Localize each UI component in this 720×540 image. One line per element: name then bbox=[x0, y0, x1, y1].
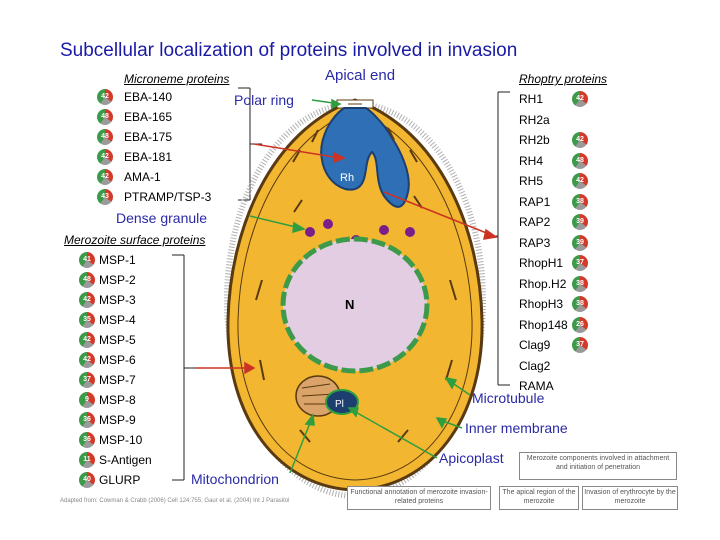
protein-name: GLURP bbox=[99, 473, 141, 487]
protein-name: RH1 bbox=[519, 92, 544, 106]
callout-microtubule: Microtubule bbox=[472, 390, 545, 406]
protein-name: MSP-6 bbox=[99, 353, 136, 367]
protein-name: MSP-8 bbox=[99, 393, 136, 407]
protein-name: RH2a bbox=[519, 112, 550, 127]
genome-badge: 38 bbox=[572, 193, 588, 210]
callout-arrows bbox=[249, 98, 471, 474]
genome-badge: 42 bbox=[79, 352, 95, 368]
protein-name: RhopH1 bbox=[519, 256, 564, 270]
slide-title: Subcellular localization of proteins inv… bbox=[60, 40, 518, 61]
genome-badge: 36 bbox=[79, 412, 95, 428]
surface-header: Merozoite surface proteins bbox=[64, 233, 206, 247]
callout-dense-granule: Dense granule bbox=[116, 210, 208, 226]
protein-name: Rhop.H2 bbox=[519, 276, 567, 291]
protein-name: EBA-175 bbox=[124, 130, 173, 144]
genome-badge: 42 bbox=[572, 173, 588, 189]
genome-badge: 43 bbox=[97, 189, 113, 205]
protein-name: S-Antigen bbox=[99, 453, 152, 467]
protein-name: RAP2 bbox=[519, 215, 551, 229]
protein-name: RAMA bbox=[519, 379, 554, 393]
apicoplast-label: Pl bbox=[335, 399, 344, 410]
genome-badge: 42 bbox=[79, 292, 95, 308]
legend-invasion: Invasion of erythrocyte by the merozoite bbox=[582, 486, 678, 510]
protein-name: MSP-1 bbox=[99, 253, 136, 267]
microneme-header: Microneme proteins bbox=[124, 72, 230, 86]
rhoptry-label: Rh bbox=[340, 172, 354, 184]
protein-name: MSP-5 bbox=[99, 333, 136, 347]
genome-badge: 39 bbox=[572, 214, 588, 230]
nucleus bbox=[280, 236, 430, 374]
protein-name: RAP3 bbox=[519, 235, 551, 250]
genome-badge: 37 bbox=[79, 372, 95, 388]
genome-badge: 26 bbox=[572, 316, 588, 333]
callout-inner-membrane: Inner membrane bbox=[465, 420, 568, 436]
protein-name: PTRAMP/TSP-3 bbox=[124, 190, 212, 204]
protein-name: MSP-2 bbox=[99, 273, 136, 287]
source-footnote: Adapted from: Cowman & Crabb (2006) Cell… bbox=[60, 498, 290, 504]
genome-badge: 36 bbox=[79, 432, 95, 448]
genome-badge: 40 bbox=[79, 472, 95, 488]
protein-name: MSP-9 bbox=[99, 413, 136, 427]
nucleus-label: N bbox=[345, 297, 354, 312]
rhoptry-header: Rhoptry proteins bbox=[519, 72, 608, 86]
protein-name: EBA-140 bbox=[124, 90, 173, 104]
red-arrows bbox=[196, 143, 498, 375]
genome-badge: 35 bbox=[79, 312, 95, 328]
microneme-bracket bbox=[238, 87, 262, 201]
genome-badge: 37 bbox=[572, 337, 588, 353]
genome-badge: 39 bbox=[572, 234, 588, 251]
protein-name: MSP-4 bbox=[99, 313, 136, 327]
protein-name: RhopH3 bbox=[519, 297, 564, 311]
protein-name: Rhop148 bbox=[519, 317, 568, 332]
genome-badge: 42 bbox=[97, 89, 113, 105]
protein-name: Clag2 bbox=[519, 358, 551, 373]
protein-name: RH5 bbox=[519, 174, 544, 188]
protein-name: MSP-3 bbox=[99, 293, 136, 307]
protein-name: Clag9 bbox=[519, 338, 551, 352]
protein-name: EBA-181 bbox=[124, 150, 173, 164]
rhoptry-bracket bbox=[486, 91, 510, 386]
surface-bracket bbox=[172, 254, 196, 481]
genome-badge: 42 bbox=[572, 91, 588, 107]
inner-membrane-line bbox=[237, 109, 473, 481]
protein-name: RH4 bbox=[519, 153, 544, 168]
callout-polar-ring: Polar ring bbox=[234, 92, 294, 108]
micronemes bbox=[255, 127, 457, 443]
genome-badge: 42 bbox=[79, 332, 95, 348]
protein-name: RH2b bbox=[519, 133, 550, 147]
protein-name: RAP1 bbox=[519, 194, 551, 209]
protein-name: MSP-7 bbox=[99, 373, 136, 387]
genome-badge: 48 bbox=[97, 109, 113, 125]
protein-name: EBA-165 bbox=[124, 110, 173, 124]
genome-badge: 37 bbox=[572, 255, 588, 271]
genome-badge: 42 bbox=[97, 169, 113, 185]
protein-name: AMA-1 bbox=[124, 170, 161, 184]
genome-badge: 9 bbox=[79, 392, 95, 408]
callout-apical-end: Apical end bbox=[325, 67, 396, 84]
genome-badge: 41 bbox=[79, 252, 95, 268]
genome-badge: 48 bbox=[97, 129, 113, 145]
genome-badge: 42 bbox=[572, 132, 588, 148]
genome-badge: 48 bbox=[572, 152, 588, 169]
genome-badge: 38 bbox=[572, 296, 588, 312]
genome-badge: 11 bbox=[79, 452, 95, 468]
callout-apicoplast: Apicoplast bbox=[439, 450, 504, 466]
legend-components: Merozoite components involved in attachm… bbox=[519, 452, 677, 480]
legend-annotation: Functional annotation of merozoite invas… bbox=[347, 486, 491, 510]
legend-apical-region: The apical region of the merozoite bbox=[499, 486, 579, 510]
protein-name: MSP-10 bbox=[99, 433, 143, 447]
genome-badge: 48 bbox=[79, 272, 95, 288]
genome-badge: 38 bbox=[572, 275, 588, 292]
genome-badge: 42 bbox=[97, 149, 113, 165]
callout-mitochondrion: Mitochondrion bbox=[191, 471, 279, 487]
